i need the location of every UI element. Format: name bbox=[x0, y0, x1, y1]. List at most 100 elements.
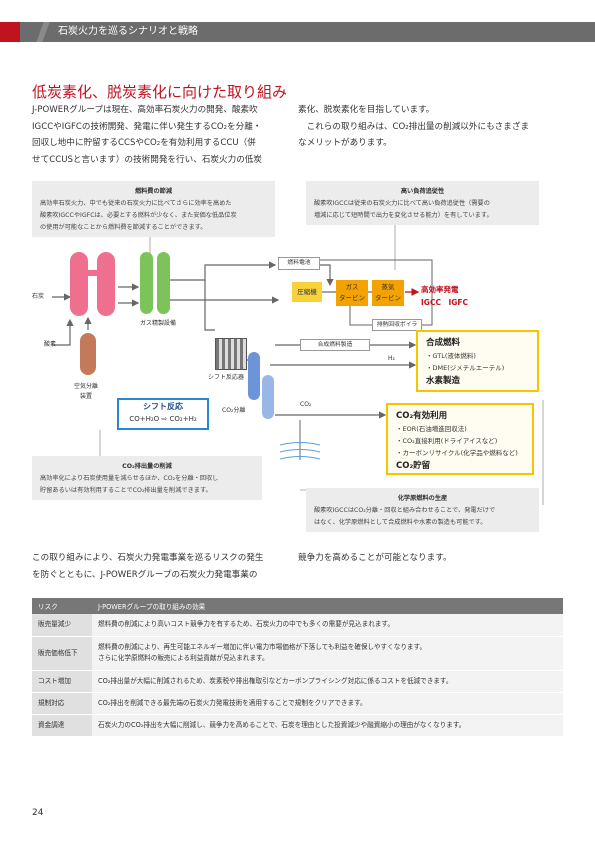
fuel-cost-line: 酸素吹IGCCやIGFCは、必要とする燃料が少なく、また安価な低品位炭 bbox=[40, 212, 237, 219]
fuel-cost-title: 燃料費の節減 bbox=[134, 188, 173, 195]
intro-line: 回収し地中に貯留するCCSやCO₂を有効利用するCCU（併 bbox=[32, 138, 256, 148]
igcc-igfc-label: IGCC IGFC bbox=[421, 298, 469, 307]
effect-cell: CO₂排出量が大幅に削減されるため、炭素税や排出権取引などカーボンプライシング対… bbox=[92, 670, 563, 693]
intro-line: J-POWERグループは現在、高効率石炭火力の開発、酸素吹 bbox=[32, 105, 258, 115]
co2-reduction-box: CO₂排出量の削減 高効率化により石炭使用量を減らせるほか、CO₂を分離・回収し… bbox=[32, 456, 262, 500]
intro-line: これらの取り組みは、CO₂排出量の削減以外にもさまざま bbox=[298, 121, 530, 132]
risk-cell: 販売価格低下 bbox=[32, 636, 92, 671]
effect-line: さらに化学原燃料の販売による利益貢献が見込まれます。 bbox=[98, 654, 269, 662]
co2-reduction-line: 貯留あるいは有効利用することでCO₂排出量を削減できます。 bbox=[40, 487, 212, 494]
shift-reaction-equation: CO+H₂O ⇨ CO₂+H₂ bbox=[129, 415, 197, 423]
table-row: 販売量減少 燃料費の削減により高いコスト競争力を有するため、石炭火力の中でも多く… bbox=[32, 614, 563, 637]
fuel-cell-box: 燃料電池 bbox=[278, 257, 320, 270]
gas-clean-column-2 bbox=[157, 252, 170, 314]
table-row: 資金調達 石炭火力のCO₂排出を大幅に削減し、競争力を高めることで、石炭を理由と… bbox=[32, 714, 563, 737]
table-header-effect: J-POWERグループの取り組みの効果 bbox=[92, 598, 563, 614]
shift-reaction-box: シフト反応 CO+H₂O ⇨ CO₂+H₂ bbox=[117, 398, 209, 430]
shift-reactor bbox=[215, 338, 247, 370]
conclusion-column-1: この取り組みにより、石炭火力発電事業を巡るリスクの発生 を防ぐとともに、J-PO… bbox=[32, 550, 287, 583]
syngas-production-box: 合成燃料製造 bbox=[300, 339, 370, 351]
synthetic-fuel-item: ・DME(ジメチルエーテル) bbox=[426, 364, 505, 372]
conclusion-line: この取り組みにより、石炭火力発電事業を巡るリスクの発生 bbox=[32, 553, 264, 563]
risk-cell: 資金調達 bbox=[32, 714, 92, 737]
effect-cell: 燃料費の削減により、再生可能エネルギー増加に伴い電力市場価格が下落しても利益を確… bbox=[92, 636, 563, 671]
effect-line: 石炭火力のCO₂排出を大幅に削減し、競争力を高めることで、石炭を理由とした投資減… bbox=[98, 720, 466, 729]
co2-utilization-title: CO₂有効利用 bbox=[396, 411, 448, 421]
gasifier-column-right bbox=[97, 252, 115, 316]
effect-cell: CO₂排出を削減できる最先端の石炭火力発電技術を適用することで規制をクリアできま… bbox=[92, 692, 563, 715]
fuel-cost-line: 高効率石炭火力、中でも従来の石炭火力に比べてさらに効率を高めた bbox=[40, 200, 232, 207]
table-header-risk: リスク bbox=[32, 598, 92, 614]
gas-clean-column-1 bbox=[140, 252, 153, 314]
co2-utilization-item: ・カーボンリサイクル(化学品や燃料など) bbox=[396, 449, 518, 457]
gasifier-bridge bbox=[86, 270, 100, 276]
oxygen-label: 酸素 bbox=[44, 341, 57, 348]
co2-sep-column-2 bbox=[262, 375, 274, 419]
hrsg-box: 排熱回収ボイラ bbox=[372, 319, 422, 331]
effect-line: 燃料費の削減により、再生可能エネルギー増加に伴い電力市場価格が下落しても利益を確… bbox=[98, 643, 427, 651]
intro-column-2: 素化、脱炭素化を目指しています。 これらの取り組みは、CO₂排出量の削減以外にも… bbox=[298, 102, 563, 152]
risk-cell: コスト増加 bbox=[32, 670, 92, 693]
gas-turbine: ガス タービン bbox=[336, 280, 368, 306]
conclusion-line: を防ぐとともに、J-POWERグループの石炭火力発電事業の bbox=[32, 569, 258, 580]
shift-reactor-label: シフト反応器 bbox=[208, 374, 245, 381]
load-follow-title: 高い負荷追従性 bbox=[400, 188, 445, 195]
intro-line: なメリットがあります。 bbox=[298, 138, 392, 148]
coal-label: 石炭 bbox=[32, 293, 45, 300]
intro-column-1: J-POWERグループは現在、高効率石炭火力の開発、酸素吹 IGCCやIGFCの… bbox=[32, 102, 282, 168]
hydrogen-production: 水素製造 bbox=[426, 376, 461, 386]
load-follow-line: 増減に応じて短時間で出力を変化させる能力）を有しています。 bbox=[314, 212, 493, 219]
gas-clean-label: ガス精製設備 bbox=[140, 320, 177, 327]
co2-utilization-item: ・EOR(石油増進回収法) bbox=[396, 425, 467, 433]
co2-sep-column-1 bbox=[248, 352, 260, 400]
co2-reduction-title: CO₂排出量の削減 bbox=[122, 463, 172, 470]
fuel-cost-line: の使用が可能なことから燃料費を節減することができます。 bbox=[40, 224, 207, 231]
section-title: 低炭素化、脱炭素化に向けた取り組み bbox=[32, 83, 288, 101]
header-title: 石炭火力を巡るシナリオと戦略 bbox=[58, 26, 198, 37]
synthetic-fuel-item: ・GTL(液体燃料) bbox=[426, 352, 476, 360]
conclusion-line: 競争力を高めることが可能となります。 bbox=[298, 553, 452, 563]
page-number: 24 bbox=[32, 808, 44, 818]
intro-line: 素化、脱炭素化を目指しています。 bbox=[298, 105, 435, 115]
load-follow-box: 高い負荷追従性 酸素吹IGCCは従来の石炭火力に比べて高い負荷追従性（需要の 増… bbox=[306, 181, 539, 225]
risk-table: リスク J-POWERグループの取り組みの効果 販売量減少 燃料費の削減により高… bbox=[32, 598, 563, 737]
header-accent bbox=[0, 22, 20, 42]
co2-utilization-item: ・CO₂直接利用(ドライアイスなど) bbox=[396, 437, 498, 445]
gasifier-column-left bbox=[70, 252, 88, 316]
air-separation-unit bbox=[80, 333, 96, 375]
compressor: 圧縮機 bbox=[292, 282, 322, 302]
effect-line: CO₂排出量が大幅に削減されるため、炭素税や排出権取引などカーボンプライシング対… bbox=[98, 676, 453, 685]
load-follow-line: 酸素吹IGCCは従来の石炭火力に比べて高い負荷追従性（需要の bbox=[314, 200, 490, 207]
table-row: 販売価格低下 燃料費の削減により、再生可能エネルギー増加に伴い電力市場価格が下落… bbox=[32, 636, 563, 671]
fuel-cost-box: 燃料費の節減 高効率石炭火力、中でも従来の石炭火力に比べてさらに効率を高めた 酸… bbox=[32, 181, 275, 237]
high-efficiency-label: 高効率発電 bbox=[421, 285, 459, 294]
co2-reduction-line: 高効率化により石炭使用量を減らせるほか、CO₂を分離・回収し bbox=[40, 475, 219, 482]
chem-feedstock-line: 酸素吹IGCCはCO₂分離・回収と組み合わせることで、発電だけで bbox=[314, 507, 496, 514]
shift-reaction-title: シフト反応 bbox=[143, 402, 183, 411]
intro-line: せてCCUSと言います）の技術開発を行い、石炭火力の低炭 bbox=[32, 154, 262, 165]
co2-label: CO₂ bbox=[300, 401, 312, 408]
table-header-row: リスク J-POWERグループの取り組みの効果 bbox=[32, 598, 563, 614]
co2-sep-label: CO₂分離 bbox=[222, 407, 246, 414]
asu-label: 空気分離 装置 bbox=[74, 383, 99, 400]
synthetic-fuel-box: 合成燃料 ・GTL(液体燃料) ・DME(ジメチルエーテル) 水素製造 bbox=[416, 330, 539, 392]
h2-label: H₂ bbox=[388, 355, 395, 362]
table-row: コスト増加 CO₂排出量が大幅に削減されるため、炭素税や排出権取引などカーボンプ… bbox=[32, 670, 563, 693]
co2-storage: CO₂貯留 bbox=[396, 461, 431, 471]
chem-feedstock-box: 化学原燃料の生産 酸素吹IGCCはCO₂分離・回収と組み合わせることで、発電だけ… bbox=[306, 488, 539, 532]
synthetic-fuel-title: 合成燃料 bbox=[426, 338, 461, 348]
conclusion-column-2: 競争力を高めることが可能となります。 bbox=[298, 550, 563, 567]
chem-feedstock-line: はなく、化学原燃料として合成燃料や水素の製造も可能です。 bbox=[314, 519, 487, 526]
steam-turbine: 蒸気 タービン bbox=[372, 280, 404, 306]
effect-line: 燃料費の削減により高いコスト競争力を有するため、石炭火力の中でも多くの需要が見込… bbox=[98, 620, 394, 629]
risk-cell: 販売量減少 bbox=[32, 614, 92, 637]
effect-cell: 燃料費の削減により高いコスト競争力を有するため、石炭火力の中でも多くの需要が見込… bbox=[92, 614, 563, 637]
co2-utilization-box: CO₂有効利用 ・EOR(石油増進回収法) ・CO₂直接利用(ドライアイスなど)… bbox=[386, 403, 534, 475]
risk-cell: 規制対応 bbox=[32, 692, 92, 715]
effect-cell: 石炭火力のCO₂排出を大幅に削減し、競争力を高めることで、石炭を理由とした投資減… bbox=[92, 714, 563, 737]
table-row: 規制対応 CO₂排出を削減できる最先端の石炭火力発電技術を適用することで規制をク… bbox=[32, 692, 563, 715]
header-bar bbox=[20, 22, 595, 42]
chem-feedstock-title: 化学原燃料の生産 bbox=[397, 495, 448, 502]
effect-line: CO₂排出を削減できる最先端の石炭火力発電技術を適用することで規制をクリアできま… bbox=[98, 698, 367, 707]
